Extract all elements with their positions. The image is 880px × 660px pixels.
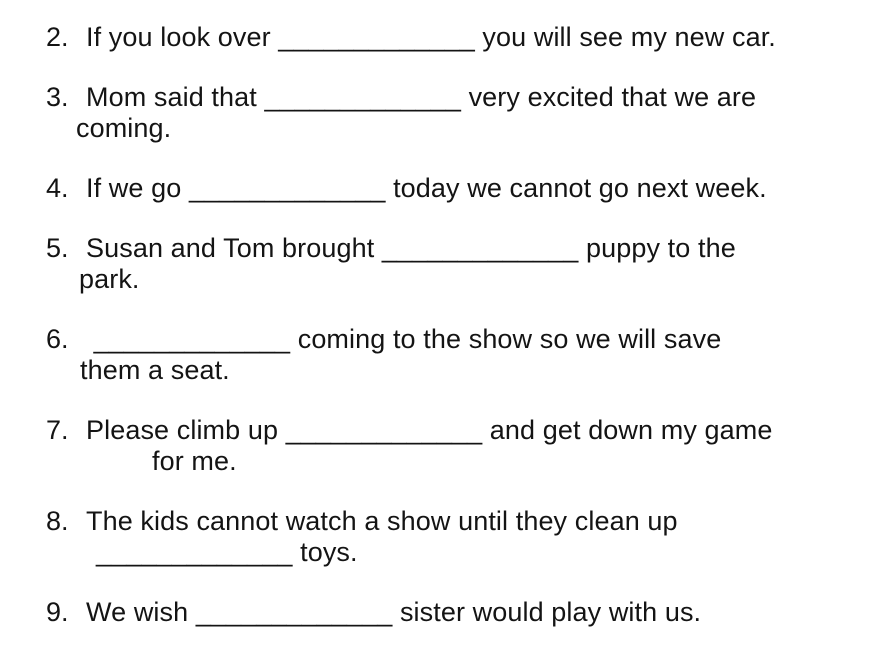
item-number: 7. — [46, 415, 69, 445]
worksheet-item: 3. Mom said that _____________ very excit… — [0, 82, 880, 144]
item-continuation-line: coming. — [76, 113, 172, 143]
item-number: 4. — [46, 173, 69, 203]
item-sentence-text: Mom said that _____________ very excited… — [86, 82, 757, 112]
item-first-line: 4. If we go _____________ today we cannot… — [0, 173, 880, 204]
item-first-line: 5. Susan and Tom brought _____________ pu… — [0, 233, 880, 264]
item-first-line: 8. The kids cannot watch a show until the… — [0, 506, 880, 537]
worksheet-item-list: 2. If you look over _____________ you wil… — [0, 22, 880, 628]
worksheet-item: 6. _____________ coming to the show so w… — [0, 324, 880, 386]
worksheet-item: 7. Please climb up _____________ and get … — [0, 415, 880, 477]
item-sentence-text: If you look over _____________ you will … — [86, 22, 776, 52]
item-number: 8. — [46, 506, 69, 536]
item-sentence-text: Please climb up _____________ and get do… — [86, 415, 773, 445]
item-number: 6. — [46, 324, 69, 354]
item-sentence-text: Susan and Tom brought _____________ pupp… — [86, 233, 736, 263]
item-continuation-line: park. — [79, 264, 140, 294]
item-continuation-line: for me. — [152, 446, 237, 476]
item-number: 9. — [46, 597, 69, 627]
item-number: 5. — [46, 233, 69, 263]
worksheet-item: 9. We wish _____________ sister would pla… — [0, 597, 880, 628]
item-first-line: 6. _____________ coming to the show so w… — [0, 324, 880, 355]
worksheet-item: 4. If we go _____________ today we cannot… — [0, 173, 880, 204]
item-first-line: 2. If you look over _____________ you wil… — [0, 22, 880, 53]
item-first-line: 7. Please climb up _____________ and get … — [0, 415, 880, 446]
item-continuation-line: them a seat. — [80, 355, 230, 385]
item-sentence-text: The kids cannot watch a show until they … — [86, 506, 678, 536]
item-number: 3. — [46, 82, 69, 112]
item-first-line: 3. Mom said that _____________ very excit… — [0, 82, 880, 113]
worksheet-item: 5. Susan and Tom brought _____________ pu… — [0, 233, 880, 295]
item-number: 2. — [46, 22, 69, 52]
item-sentence-text: _____________ coming to the show so we w… — [86, 324, 722, 354]
item-sentence-text: We wish _____________ sister would play … — [86, 597, 702, 627]
item-continuation-line: _____________ toys. — [96, 537, 358, 567]
item-first-line: 9. We wish _____________ sister would pla… — [0, 597, 880, 628]
worksheet-item: 8. The kids cannot watch a show until the… — [0, 506, 880, 568]
worksheet-item: 2. If you look over _____________ you wil… — [0, 22, 880, 53]
item-sentence-text: If we go _____________ today we cannot g… — [86, 173, 767, 203]
